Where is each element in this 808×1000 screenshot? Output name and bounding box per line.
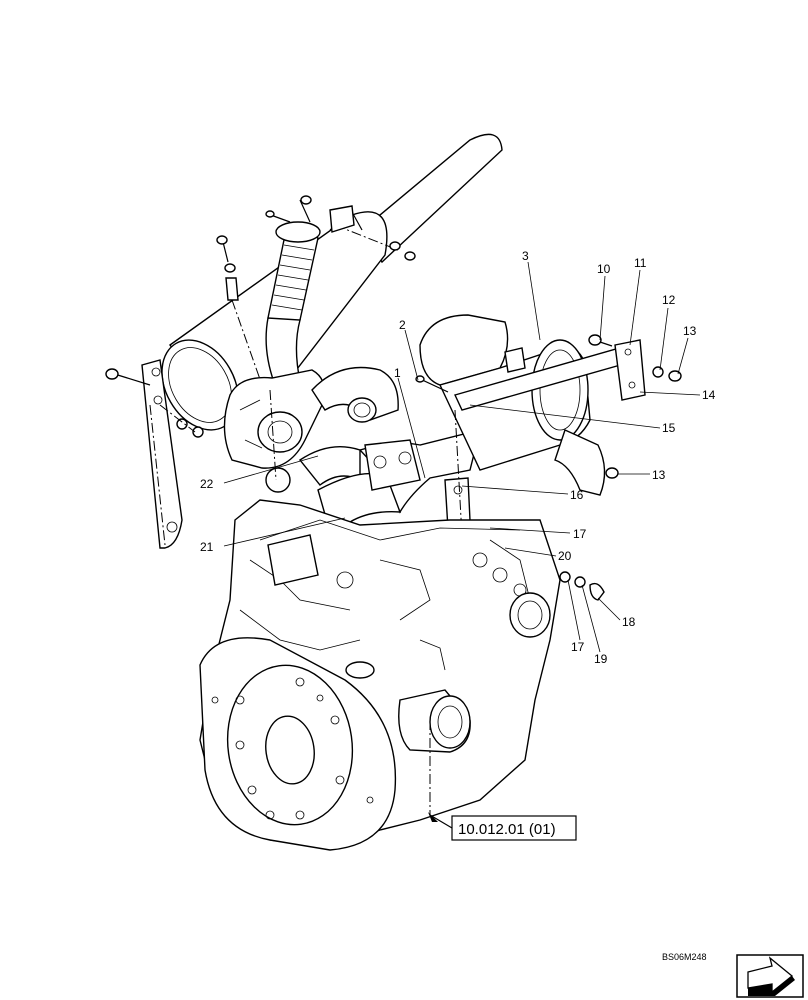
callout-3: 3 xyxy=(522,249,529,263)
callout-11: 11 xyxy=(634,256,647,270)
callout-19: 19 xyxy=(594,652,608,666)
flexible-exhaust-pipe xyxy=(265,221,321,391)
support-bar xyxy=(454,339,646,411)
callout-16: 16 xyxy=(570,488,584,502)
drawing-code: BS06M248 xyxy=(662,952,707,962)
reference-box[interactable] xyxy=(451,815,577,841)
callout-10: 10 xyxy=(597,262,611,276)
callout-12: 12 xyxy=(662,293,676,307)
muffler-bracket xyxy=(141,359,183,549)
muffler-clamp-hardware xyxy=(265,195,416,261)
callout-17-upper: 17 xyxy=(573,527,587,541)
thermostat-housing xyxy=(364,439,421,491)
callout-21: 21 xyxy=(200,540,214,554)
reference-number: 10.012.01 (01) xyxy=(458,821,556,838)
air-intake-duct xyxy=(419,314,606,496)
callout-22: 22 xyxy=(200,477,214,491)
bracket-bolts xyxy=(105,368,204,438)
callout-1: 1 xyxy=(394,366,401,380)
side-fasteners xyxy=(559,571,605,601)
callout-2: 2 xyxy=(399,318,406,332)
turbocharger xyxy=(223,369,326,493)
leader-lines xyxy=(223,261,701,653)
callout-13-top: 13 xyxy=(683,324,697,338)
callout-20: 20 xyxy=(558,549,572,563)
next-page-arrow-icon[interactable] xyxy=(736,954,804,998)
callout-13-bottom: 13 xyxy=(652,468,666,482)
callout-labels: 1 2 3 10 11 12 13 14 15 13 16 17 20 22 2… xyxy=(200,249,716,666)
oil-filter xyxy=(398,689,471,753)
assembly-reference[interactable]: 10.012.01 (01) xyxy=(428,812,577,841)
callout-18: 18 xyxy=(622,615,636,629)
bolt-washer-stack xyxy=(216,235,263,386)
callout-17-lower: 17 xyxy=(571,640,585,654)
callout-15: 15 xyxy=(662,421,676,435)
flywheel-housing xyxy=(199,637,397,851)
callout-14: 14 xyxy=(702,388,716,402)
assembly-reference-lines xyxy=(269,389,431,815)
